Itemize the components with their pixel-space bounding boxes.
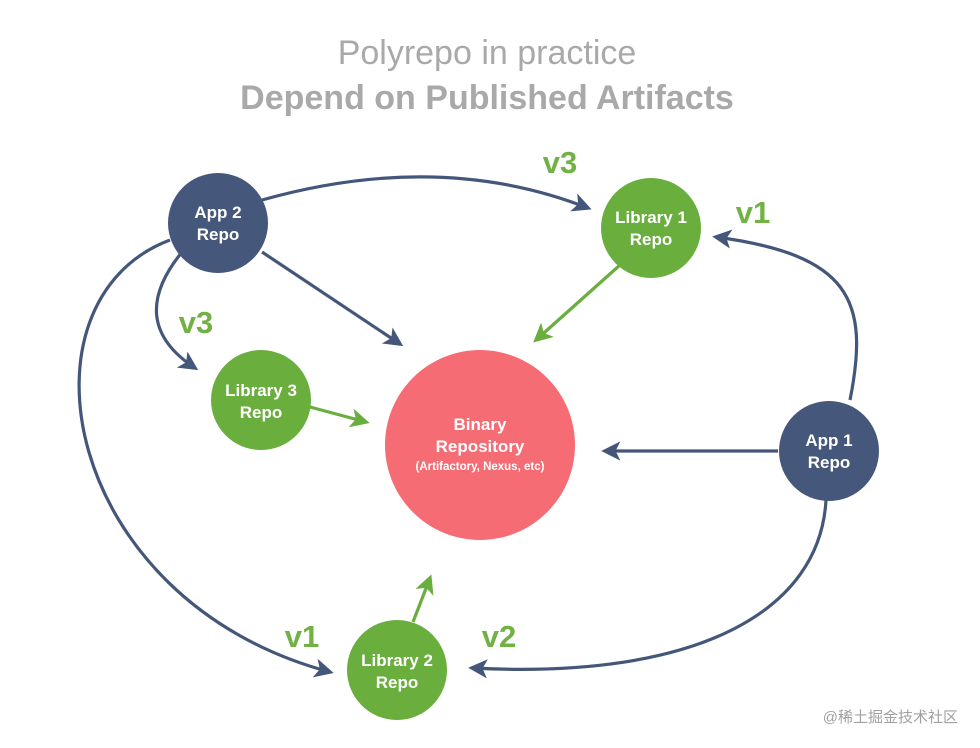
node-lib1: Library 1 Repo (601, 178, 701, 278)
watermark: @稀土掘金技术社区 (823, 709, 958, 726)
version-label-app2-lib2: v1 (285, 619, 319, 654)
node-lib3: Library 3 Repo (211, 350, 311, 450)
version-label-app1-lib1: v1 (736, 195, 770, 230)
node-lib1-circle (601, 178, 701, 278)
version-label-app2-lib3: v3 (179, 305, 213, 340)
node-app1-label: App 1 (805, 431, 852, 450)
diagram-title: Polyrepo in practice (338, 34, 637, 72)
edge-lib3-to-binary (309, 405, 370, 428)
edge-app2-to-binary (261, 250, 404, 347)
edge-app2-to-lib3 (154, 250, 199, 371)
node-binary-repository: Binary Repository (Artifactory, Nexus, e… (385, 350, 575, 540)
edge-lib2-to-binary (411, 574, 434, 623)
node-binary-circle (385, 350, 575, 540)
node-lib3-circle (211, 350, 311, 450)
node-lib1-sublabel: Repo (630, 230, 673, 249)
node-app1-sublabel: Repo (808, 453, 851, 472)
node-app2-sublabel: Repo (197, 225, 240, 244)
node-binary-examples: (Artifactory, Nexus, etc) (416, 461, 545, 473)
node-app2: App 2 Repo (168, 173, 268, 273)
node-binary-label: Binary (454, 415, 507, 434)
edge-lib1-to-binary (533, 263, 622, 343)
node-lib3-label: Library 3 (225, 381, 297, 400)
node-binary-sublabel: Repository (436, 437, 525, 456)
edge-app1-to-lib1 (712, 229, 859, 401)
edge-app1-to-lib2 (468, 499, 828, 679)
node-lib2-circle (347, 620, 447, 720)
node-lib2-sublabel: Repo (376, 673, 419, 692)
node-lib2-label: Library 2 (361, 651, 433, 670)
version-label-app1-lib2: v2 (482, 619, 516, 654)
node-app2-circle (168, 173, 268, 273)
node-app1: App 1 Repo (779, 401, 879, 501)
diagram-subtitle: Depend on Published Artifacts (240, 79, 734, 117)
node-lib3-sublabel: Repo (240, 403, 283, 422)
node-app1-circle (779, 401, 879, 501)
node-lib2: Library 2 Repo (347, 620, 447, 720)
edge-app2-to-lib1 (261, 175, 592, 212)
node-lib1-label: Library 1 (615, 208, 687, 227)
node-app2-label: App 2 (194, 203, 241, 222)
edge-app2-to-lib2 (77, 238, 334, 678)
version-label-app2-lib1: v3 (543, 145, 577, 180)
